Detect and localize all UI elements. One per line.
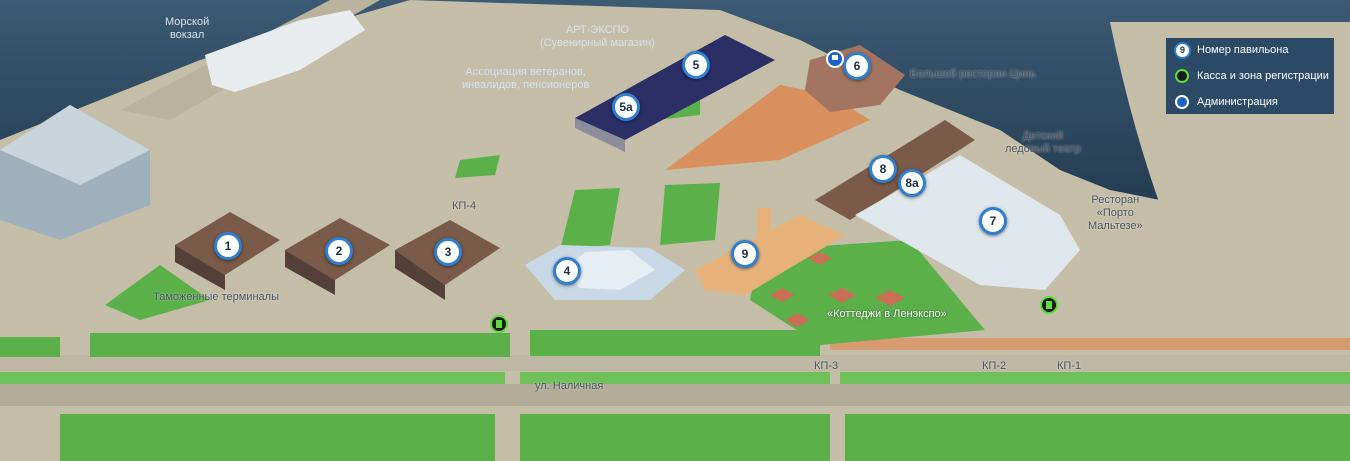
cashbox-icon[interactable] bbox=[490, 315, 508, 333]
pavilion-marker-4[interactable]: 4 bbox=[553, 257, 581, 285]
pavilion-4-roof bbox=[565, 250, 655, 290]
cottage-1 bbox=[808, 252, 832, 265]
cruise-ship bbox=[205, 10, 365, 92]
pavilion-marker-5a[interactable]: 5а bbox=[612, 93, 640, 121]
pavilion-marker-2[interactable]: 2 bbox=[325, 237, 353, 265]
pavilion-9-tower bbox=[757, 208, 771, 238]
grass-strip-3 bbox=[530, 330, 820, 356]
grass-strip-1 bbox=[0, 337, 60, 357]
cottage-4 bbox=[770, 288, 795, 302]
label-restaurant-tsin: Большой ресторан Цинь bbox=[910, 68, 1036, 80]
pavilion-marker-8a[interactable]: 8а bbox=[898, 169, 926, 197]
grass-strip-6 bbox=[840, 372, 1350, 384]
grass-bottom-3 bbox=[845, 414, 1350, 461]
pavilion-marker-1[interactable]: 1 bbox=[214, 232, 242, 260]
legend-label-pavilion: Номер павильона bbox=[1197, 44, 1289, 56]
label-customs: Таможенные терминалы bbox=[153, 291, 279, 303]
lawn-3 bbox=[455, 155, 500, 178]
legend-label-cashbox: Касса и зона регистрации bbox=[1197, 70, 1329, 82]
label-street: ул. Наличная bbox=[535, 380, 604, 392]
grass-strip-5 bbox=[520, 372, 830, 384]
pavilion-marker-7[interactable]: 7 bbox=[979, 207, 1007, 235]
road-lower bbox=[0, 355, 1350, 371]
cottage-5 bbox=[785, 313, 810, 327]
cashbox-icon bbox=[1174, 68, 1190, 84]
pavilion-marker-3[interactable]: 3 bbox=[434, 238, 462, 266]
grass-strip-2 bbox=[90, 333, 510, 357]
pavilion-number-icon: 9 bbox=[1174, 42, 1191, 59]
administration-icon[interactable] bbox=[826, 50, 844, 68]
administration-icon bbox=[1174, 94, 1190, 110]
lawn-cottages bbox=[750, 240, 985, 345]
lawn-left bbox=[105, 265, 210, 320]
label-kp-3: КП-3 bbox=[814, 360, 839, 372]
cottage-3 bbox=[875, 290, 905, 306]
sea-terminal-roof bbox=[0, 105, 150, 185]
label-kp-2: КП-2 bbox=[982, 360, 1007, 372]
road-main bbox=[0, 384, 1350, 406]
pavilion-marker-6[interactable]: 6 bbox=[843, 52, 871, 80]
lawn-2 bbox=[660, 183, 720, 245]
orange-path-right bbox=[830, 338, 1350, 350]
legend-item-cashbox: Касса и зона регистрации bbox=[1174, 67, 1329, 85]
grass-bottom-2 bbox=[520, 414, 830, 461]
customs-building-3-wall bbox=[395, 250, 445, 300]
label-kp-1: КП-1 bbox=[1057, 360, 1082, 372]
orange-plaza bbox=[665, 85, 870, 170]
cashbox-icon[interactable] bbox=[1040, 296, 1058, 314]
pavilion-marker-5[interactable]: 5 bbox=[682, 51, 710, 79]
label-cottages: «Коттеджи в Ленэкспо» bbox=[827, 308, 947, 320]
legend-label-admin: Администрация bbox=[1197, 96, 1278, 108]
label-art-expo: АРТ-ЭКСПО(Сувенирный магазин) bbox=[540, 24, 655, 49]
label-veterans: Ассоциация ветеранов,инвалидов, пенсионе… bbox=[462, 66, 590, 91]
pavilion-marker-8[interactable]: 8 bbox=[869, 155, 897, 183]
customs-building-1-wall bbox=[175, 245, 225, 290]
map-legend: 9 Номер павильона Касса и зона регистрац… bbox=[1166, 38, 1334, 114]
grass-bottom-1 bbox=[60, 414, 495, 461]
customs-building-2-wall bbox=[285, 250, 335, 295]
lawn-1 bbox=[560, 188, 620, 250]
pavilion-9-building bbox=[695, 215, 845, 295]
grass-strip-4 bbox=[0, 372, 505, 384]
cottage-2 bbox=[828, 288, 856, 303]
pavilion-marker-9[interactable]: 9 bbox=[731, 240, 759, 268]
legend-item-pavilion: 9 Номер павильона bbox=[1174, 41, 1288, 59]
legend-item-admin: Администрация bbox=[1174, 93, 1278, 111]
label-kp-4: КП-4 bbox=[452, 200, 477, 212]
pavilion-5-wall bbox=[575, 118, 625, 152]
